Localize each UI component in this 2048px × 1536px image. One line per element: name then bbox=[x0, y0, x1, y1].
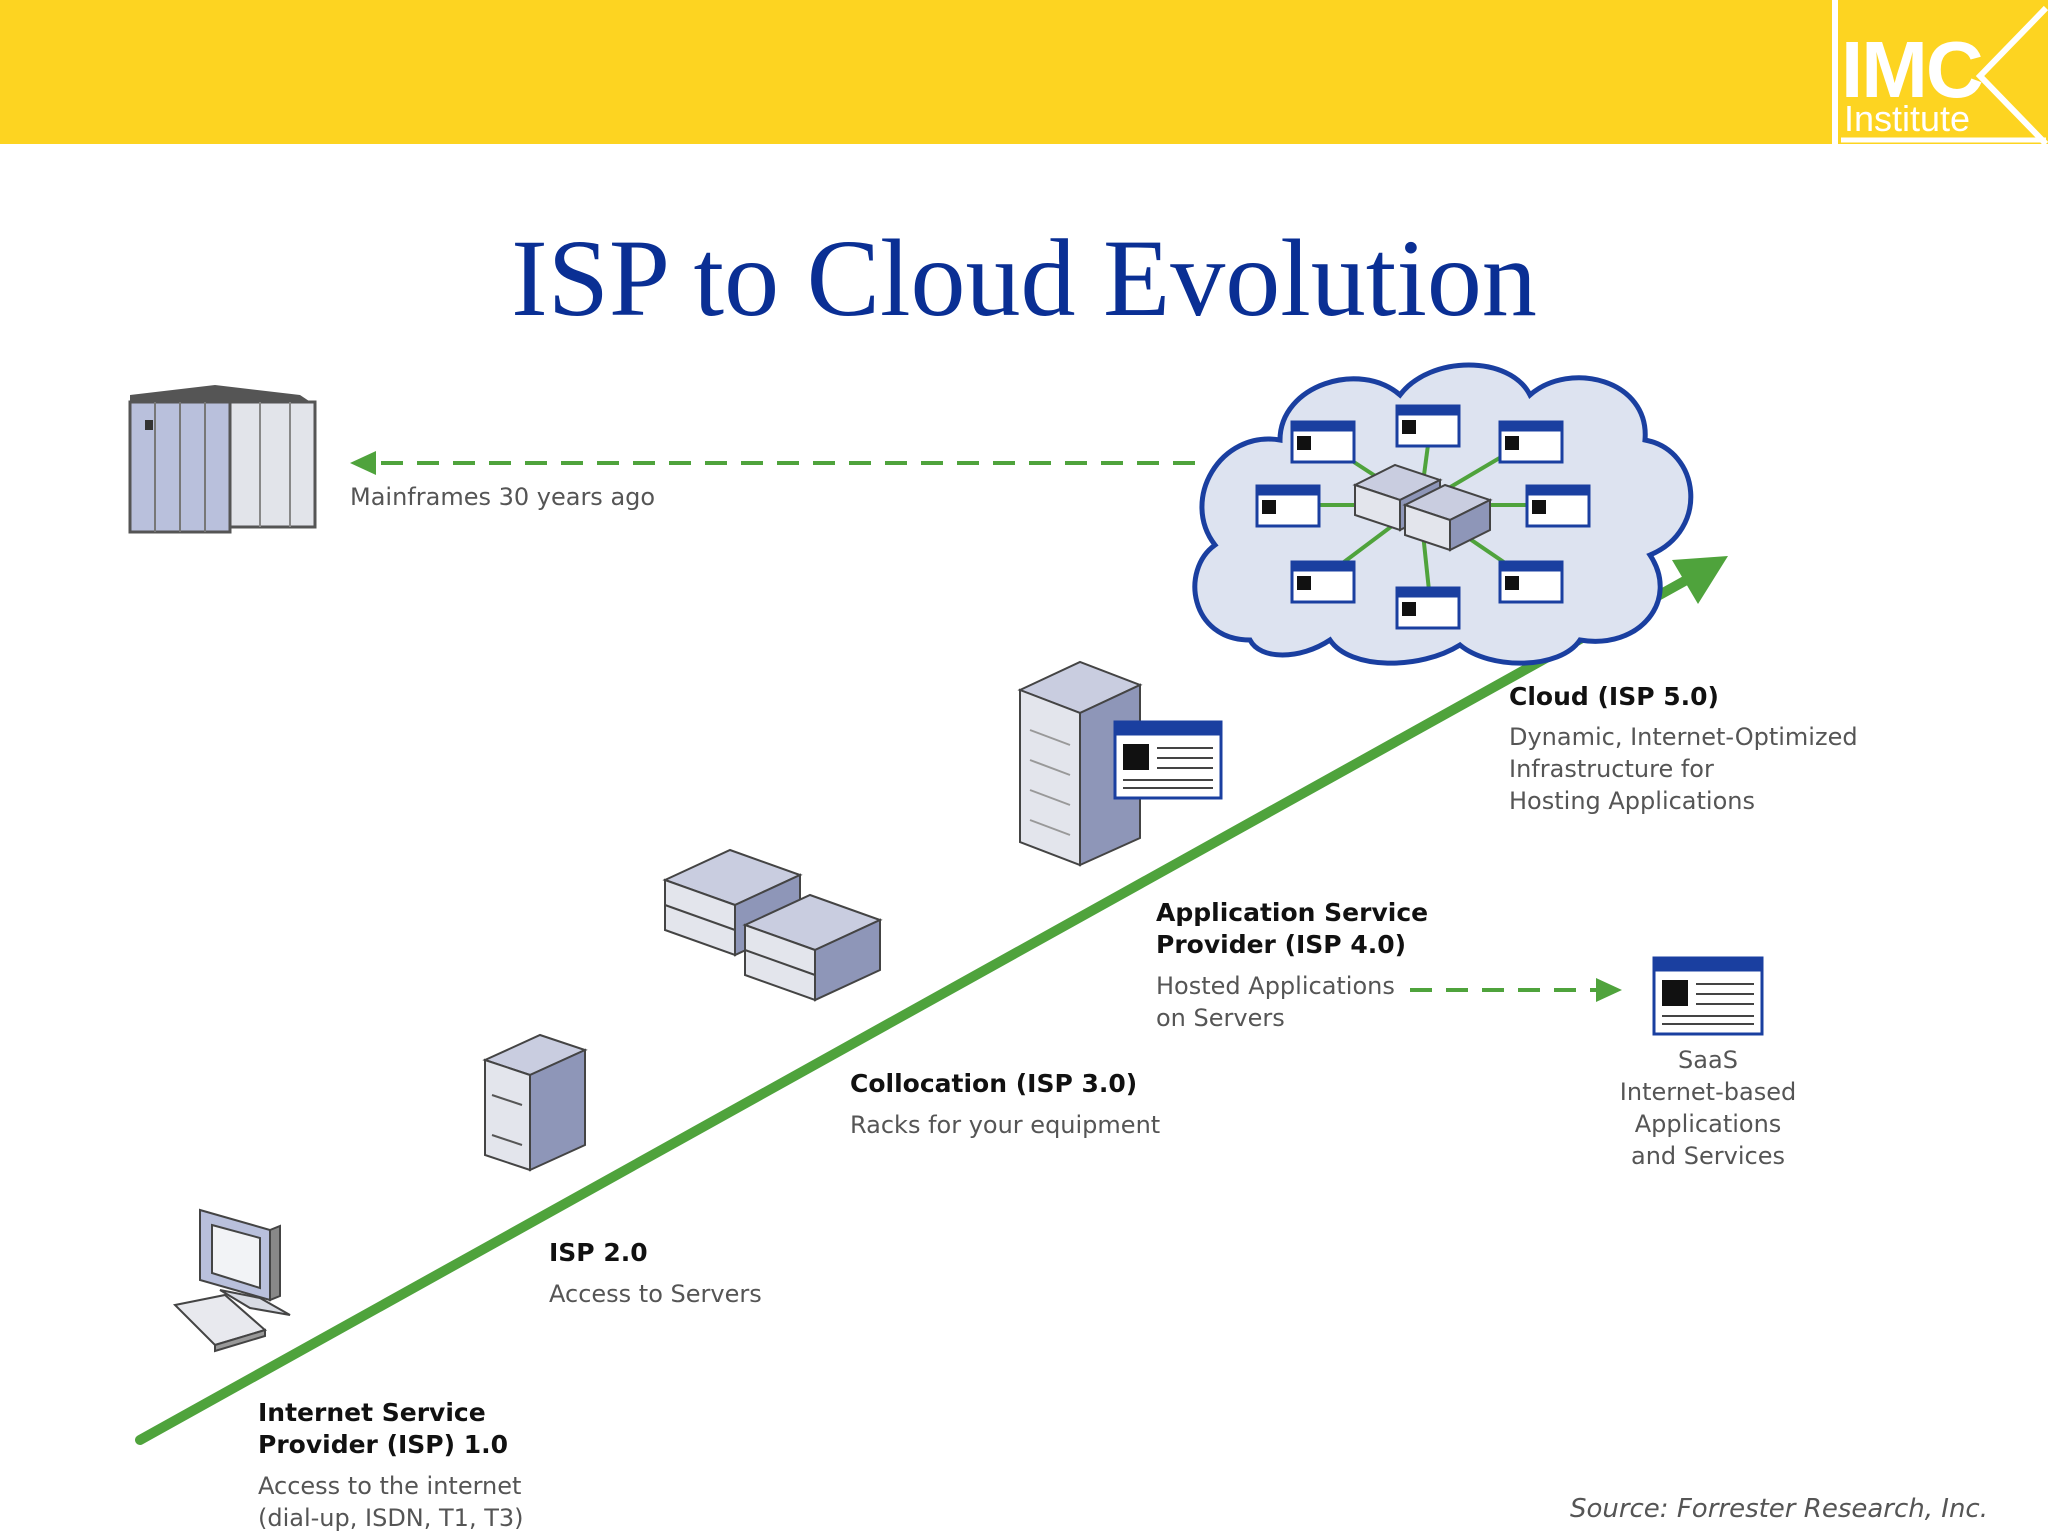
stage-4-label-line-2: Provider (ISP 4.0) bbox=[1156, 930, 1407, 959]
evolution-arrow-head bbox=[1672, 556, 1728, 604]
stage-1-label-line-2: Provider (ISP) 1.0 bbox=[258, 1430, 509, 1459]
stage-5-label: Cloud (ISP 5.0) bbox=[1509, 682, 1719, 711]
logo-institute-text: Institute bbox=[1844, 98, 1971, 139]
stage-4-desc-line-2: on Servers bbox=[1156, 1004, 1285, 1032]
stage-3-desc: Racks for your equipment bbox=[850, 1111, 1161, 1139]
saas-line-1: SaaS bbox=[1678, 1046, 1738, 1074]
source-credit: Source: Forrester Research, Inc. bbox=[1569, 1494, 1988, 1524]
stage-3-label: Collocation (ISP 3.0) bbox=[850, 1069, 1138, 1098]
stage-5-desc-line-2: Infrastructure for bbox=[1509, 755, 1714, 783]
saas-line-2: Internet-based bbox=[1619, 1078, 1797, 1106]
cloud-server-cluster bbox=[1352, 463, 1493, 552]
stage-4-desc-line-1: Hosted Applications bbox=[1156, 972, 1395, 1000]
stage-5-desc-line-1: Dynamic, Internet-Optimized bbox=[1509, 723, 1858, 751]
header-bar bbox=[0, 0, 1832, 144]
slide-title: ISP to Cloud Evolution bbox=[511, 217, 1537, 339]
stage-2-label: ISP 2.0 bbox=[549, 1238, 648, 1267]
mainframe-caption: Mainframes 30 years ago bbox=[350, 483, 656, 511]
stage-4-label-line-1: Application Service bbox=[1156, 898, 1429, 927]
server-tower-icon bbox=[482, 1033, 588, 1172]
logo-imc-text: IMC bbox=[1841, 25, 1984, 114]
stage-1-desc-line-2: (dial-up, ISDN, T1, T3) bbox=[258, 1504, 524, 1532]
desktop-computer-icon bbox=[172, 1208, 291, 1353]
saas-window-icon bbox=[1652, 956, 1764, 1036]
evolution-arrow bbox=[135, 573, 1695, 1445]
hosted-app-window-icon bbox=[1113, 720, 1223, 800]
stage-1-desc-line-1: Access to the internet bbox=[258, 1472, 522, 1500]
stage-5-desc-line-3: Hosting Applications bbox=[1509, 787, 1755, 815]
stage-1-label-line-1: Internet Service bbox=[258, 1398, 486, 1427]
saas-line-3: Applications bbox=[1634, 1110, 1782, 1138]
cloud-app-windows bbox=[1255, 404, 1591, 630]
rack-servers-icon bbox=[662, 848, 883, 1002]
stage-2-desc: Access to Servers bbox=[549, 1280, 762, 1308]
saas-line-4: and Services bbox=[1631, 1142, 1785, 1170]
mainframe-icon bbox=[128, 385, 317, 534]
